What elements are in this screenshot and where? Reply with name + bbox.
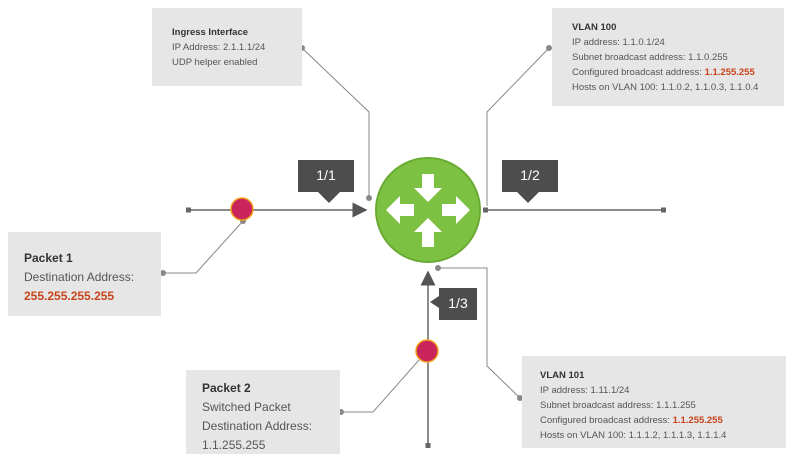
packet-2-icon (415, 339, 439, 363)
port-label-1-2: 1/2 (502, 160, 558, 192)
packet1-dest-label: Destination Address: (24, 270, 135, 284)
vlan101-configured: Configured broadcast address: 1.1.255.25… (540, 415, 723, 426)
packet1-title: Packet 1 (24, 251, 73, 265)
vlan101-configured-value: 1.1.255.255 (672, 415, 723, 426)
vlan101-subnet: Subnet broadcast address: 1.1.1.255 (540, 400, 696, 411)
vlan100-title: VLAN 100 (572, 22, 617, 33)
vlan101-title: VLAN 101 (540, 370, 585, 381)
vlan101-box: VLAN 101 IP address: 1.11.1/24 Subnet br… (522, 356, 786, 448)
packet2-line2: Destination Address: (202, 419, 313, 433)
packet1-dest-value: 255.255.255.255 (24, 289, 115, 303)
port-label-1-1: 1/1 (298, 160, 354, 192)
packet-1-icon (230, 197, 254, 221)
vlan100-configured: Configured broadcast address: 1.1.255.25… (572, 67, 755, 78)
vlan100-subnet: Subnet broadcast address: 1.1.0.255 (572, 52, 728, 63)
vlan100-ip: IP address: 1.1.0.1/24 (572, 37, 665, 48)
vlan101-hosts: Hosts on VLAN 100: 1.1.1.2, 1.1.1.3, 1.1… (540, 430, 727, 441)
vlan101-ip: IP address: 1.11.1/24 (540, 385, 630, 396)
packet1-box: Packet 1 Destination Address: 255.255.25… (8, 232, 161, 316)
packet2-line3: 1.1.255.255 (202, 438, 266, 452)
vlan100-box: VLAN 100 IP address: 1.1.0.1/24 Subnet b… (552, 8, 784, 106)
ingress-title: Ingress Interface (172, 27, 249, 38)
router-icon (375, 157, 481, 263)
vlan100-configured-value: 1.1.255.255 (704, 67, 755, 78)
ingress-interface-box: Ingress Interface IP Address: 2.1.1.1/24… (152, 8, 302, 86)
ingress-helper: UDP helper enabled (172, 57, 258, 68)
packet2-line1: Switched Packet (202, 400, 291, 414)
port-label-1-3: 1/3 (439, 288, 477, 320)
packet2-box: Packet 2 Switched Packet Destination Add… (186, 370, 340, 454)
ingress-ip: IP Address: 2.1.1.1/24 (172, 42, 266, 53)
vlan100-hosts: Hosts on VLAN 100: 1.1.0.2, 1.1.0.3, 1.1… (572, 82, 759, 93)
packet2-title: Packet 2 (202, 381, 251, 395)
